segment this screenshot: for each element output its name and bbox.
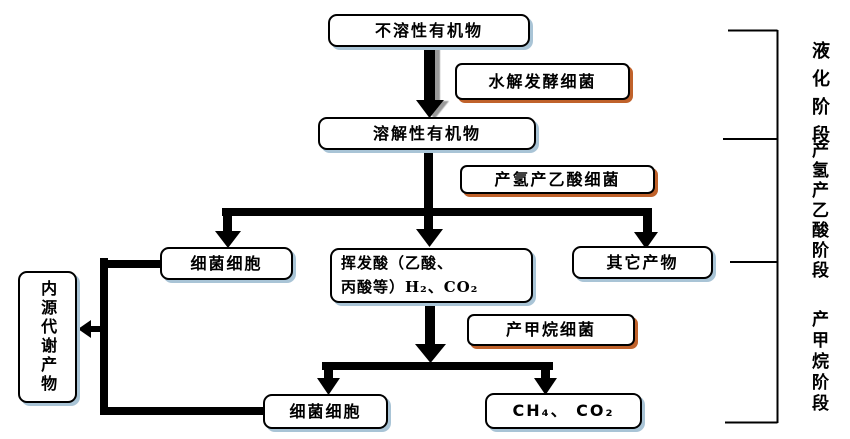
arrowhead-volatile-to-split2 [415, 344, 446, 363]
line-volatile-down [425, 303, 435, 345]
line-split2-horizontal [322, 362, 553, 370]
stage-label-acidogenesis: 产氢产乙酸阶段 [808, 141, 828, 281]
node-bacterial-cells-mid: 细菌细胞 [160, 247, 293, 280]
line-split1-horizontal [222, 208, 652, 216]
arrowhead-to-bacterial-cells-bottom [317, 378, 340, 395]
label-methanogenic-bacteria: 产甲烷细菌 [467, 314, 635, 346]
volatile-acids-line1: 挥发酸（乙酸、 [341, 254, 454, 273]
line-collector-to-endogenous [90, 326, 101, 332]
line-split1-center-drop [424, 216, 433, 230]
line-bacteria-mid-to-collector [108, 260, 160, 268]
line-split1-left-drop [223, 216, 232, 232]
node-endogenous-metabolites: 内源代谢产物 [18, 271, 77, 403]
volatile-acids-line2: 丙酸等）H₂、CO₂ [341, 277, 479, 296]
node-other-products: 其它产物 [572, 246, 713, 279]
line-left-collector-vertical [100, 258, 108, 415]
line-soluble-down [424, 150, 433, 210]
arrowhead-to-volatile-acids [416, 229, 443, 247]
line-split2-right-drop [541, 370, 550, 379]
arrowhead-to-other-products [634, 232, 658, 249]
arrow-insoluble-to-soluble [416, 48, 444, 118]
node-insoluble-organics: 不溶性有机物 [328, 14, 530, 47]
node-methane-co2: CH₄、 CO₂ [485, 393, 642, 429]
arrowhead-to-methane-co2 [534, 378, 557, 395]
node-bacterial-cells-bottom: 细菌细胞 [263, 394, 388, 429]
arrowhead-to-bacterial-cells-mid [215, 231, 241, 248]
node-soluble-organics: 溶解性有机物 [318, 117, 536, 150]
line-split2-left-drop [324, 370, 333, 379]
line-bacteria-bottom-to-collector [108, 407, 264, 415]
arrowhead-to-endogenous-metabolites [78, 320, 91, 338]
stage-label-methanogenesis: 产甲烷阶段 [808, 310, 828, 415]
stage-label-liquefaction: 液化阶段 [809, 41, 830, 153]
line-split1-right-drop [643, 216, 652, 232]
label-hydrogen-acetogenic-bacteria: 产氢产乙酸细菌 [460, 165, 655, 194]
label-hydrolytic-fermentation-bacteria: 水解发酵细菌 [455, 63, 630, 100]
node-volatile-acids: 挥发酸（乙酸、 丙酸等）H₂、CO₂ [330, 248, 533, 303]
